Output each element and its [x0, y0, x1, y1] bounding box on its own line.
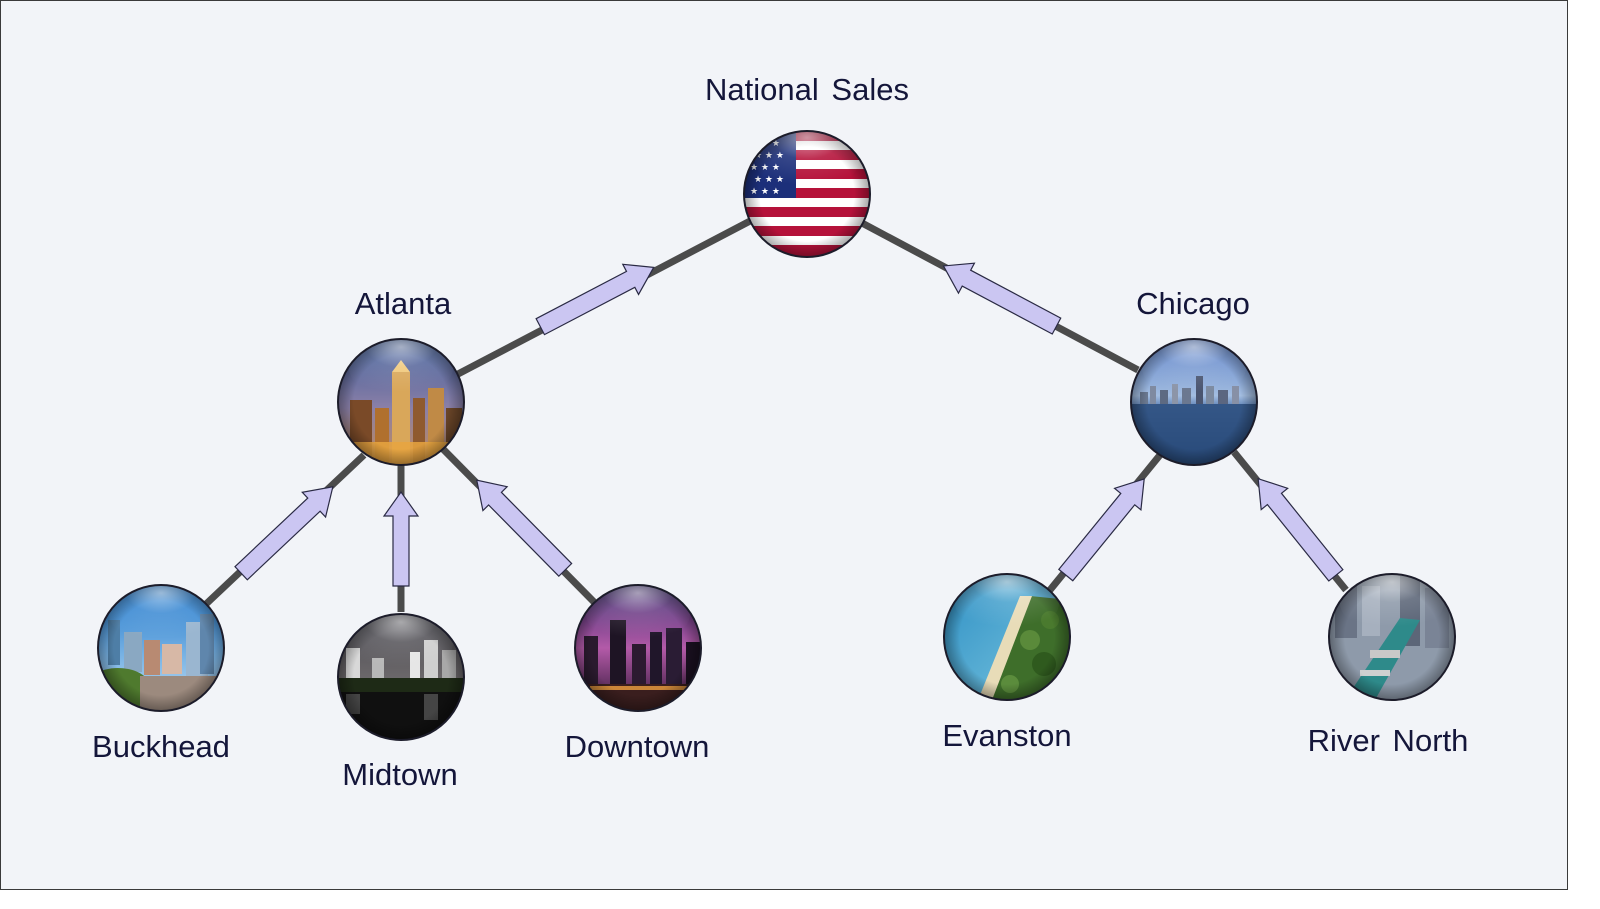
node-downtown[interactable]	[574, 584, 702, 712]
label-atlanta: Atlanta	[355, 286, 452, 321]
label-national-sales: National Sales	[705, 72, 909, 107]
arrow-evanston-to-chicago	[1057, 478, 1145, 582]
river-north-aerial-icon	[1329, 574, 1455, 700]
node-labels: National Sales Atlanta Chicago Buckhead …	[92, 72, 1468, 792]
midtown-skyline-icon	[338, 614, 464, 740]
arrow-midtown-to-atlanta	[382, 490, 420, 587]
node-midtown[interactable]	[337, 613, 465, 741]
arrow-downtown-to-atlanta	[475, 479, 573, 578]
chicago-skyline-icon	[1131, 339, 1257, 465]
label-river-north: River North	[1308, 723, 1469, 758]
arrow-atlanta-to-national	[535, 263, 655, 336]
arrow-rivernorth-to-chicago	[1257, 477, 1344, 582]
arrow-buckhead-to-atlanta	[234, 486, 334, 581]
label-chicago: Chicago	[1136, 286, 1250, 321]
arrow-chicago-to-national	[942, 262, 1062, 335]
us-flag-icon: ★ ★ ★ ★ ★ ★ ★ ★ ★ ★ ★ ★ ★ ★ ★	[744, 131, 870, 257]
node-national-sales[interactable]: ★ ★ ★ ★ ★ ★ ★ ★ ★ ★ ★ ★ ★ ★ ★	[743, 128, 871, 258]
node-river-north[interactable]	[1328, 573, 1456, 701]
label-downtown: Downtown	[565, 729, 710, 764]
node-evanston[interactable]	[943, 573, 1071, 701]
node-chicago[interactable]	[1130, 338, 1258, 466]
buckhead-skyline-icon	[98, 585, 224, 711]
label-midtown: Midtown	[342, 757, 457, 792]
label-evanston: Evanston	[942, 718, 1071, 753]
label-buckhead: Buckhead	[92, 729, 230, 764]
atlanta-skyline-icon	[338, 339, 464, 465]
node-buckhead[interactable]	[84, 584, 225, 712]
node-atlanta[interactable]	[337, 338, 465, 466]
flow-arrows	[234, 262, 1344, 587]
evanston-aerial-icon	[944, 574, 1070, 700]
